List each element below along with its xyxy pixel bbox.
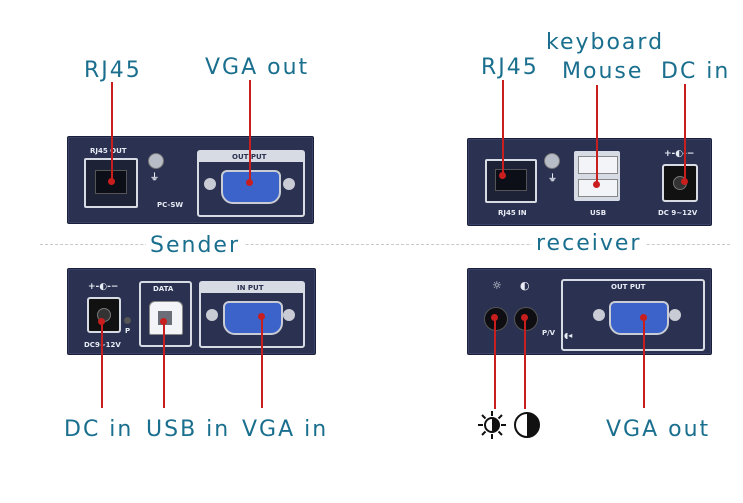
callout-line-vga-out-sender [249,80,251,183]
label-dc-in-sender: DC in [64,417,134,442]
callout-line-usb [596,85,598,185]
sender-rear-panel: RJ45 OUT ⏚ PC-SW OUT PUT [67,136,314,224]
brightness-symbol-icon [478,411,506,439]
panel-text-out-put: OUT PUT [611,283,646,291]
panel-text-pv: P/V [542,329,556,337]
audio-icon: ◖◂ [564,331,573,340]
label-usb-in: USB in [146,417,231,442]
callout-line-contrast [524,317,526,409]
dc-jack [87,297,121,333]
vga-in-frame: IN PUT [199,281,305,348]
vga-out-frame: OUT PUT [561,279,705,351]
vga-screw-left [204,178,216,190]
label-vga-out-sender: VGA out [205,55,310,80]
vga-screw-left [206,309,218,321]
label-rj45-sender: RJ45 [84,58,142,83]
callout-line-rj45-receiver [502,80,504,176]
panel-text-usb: USB [590,209,607,217]
callout-line-vga-in [261,316,263,408]
vga-port [221,170,281,204]
callout-dot-rj45-receiver [499,172,506,179]
label-sender: Sender [146,235,244,257]
callout-line-dc-in [101,321,103,408]
label-keyboard: keyboard [546,30,665,55]
callout-dot-rj45-sender [108,178,115,185]
label-vga-in: VGA in [242,417,329,442]
brightness-icon: ☼ [492,279,502,292]
callout-dot-usb [593,181,600,188]
vga-out-frame: OUT PUT [197,150,305,217]
callout-line-rj45-sender [111,82,113,182]
ground-symbol-icon: ⏚ [548,174,558,184]
ground-screw-icon [544,153,560,169]
usb-data-frame: DATA [139,281,192,347]
panel-text-dc-9-12v: DC 9~12V [658,209,698,217]
vga-screw-right [669,309,681,321]
divider-line [40,244,730,245]
callout-dot-dc-in-receiver [681,178,688,185]
callout-dot-vga-out-sender [246,179,253,186]
ground-screw-icon [148,153,164,169]
sender-front-panel: +-◐-− DC9~12V P DATA IN PUT [67,268,316,355]
ground-symbol-icon: ⏚ [150,173,160,183]
panel-text-rj45-in: RJ45 IN [498,209,527,217]
panel-text-p: P [125,327,131,335]
callout-line-usb-in [163,321,165,408]
vga-port [223,301,283,335]
rj45-port [485,159,537,203]
panel-text-data: DATA [153,285,174,293]
vga-screw-right [283,178,295,190]
label-rj45-receiver: RJ45 [481,55,539,80]
dc-polarity-icon: +-◐-− [664,149,695,159]
vga-screw-right [283,309,295,321]
label-receiver: receiver [532,233,646,255]
label-mouse: Mouse [562,59,644,84]
callout-line-vga-out-receiver [643,317,645,408]
power-led [124,317,131,324]
vga-screw-left [593,309,605,321]
receiver-front-panel: ☼ ◐ P/V ◖◂ OUT PUT [467,268,712,355]
usb-b-port [149,301,183,335]
dc-polarity-icon: +-◐-− [88,282,119,292]
contrast-symbol-icon [514,412,540,438]
contrast-icon: ◐ [520,279,530,292]
vga-port [609,301,669,335]
brightness-knob[interactable] [484,307,508,331]
label-dc-in-receiver: DC in [661,59,731,84]
panel-text-pc-sw: PC-SW [157,201,184,209]
dc-jack [662,164,698,202]
receiver-rear-panel: RJ45 IN ⏚ USB +-◐-− DC 9~12V [467,138,712,226]
label-vga-out-receiver: VGA out [606,417,711,442]
panel-text-rj45-out: RJ45 OUT [90,147,127,155]
callout-line-dc-in-receiver [684,84,686,182]
panel-text-in-put: IN PUT [237,284,264,292]
callout-line-brightness [494,317,496,409]
